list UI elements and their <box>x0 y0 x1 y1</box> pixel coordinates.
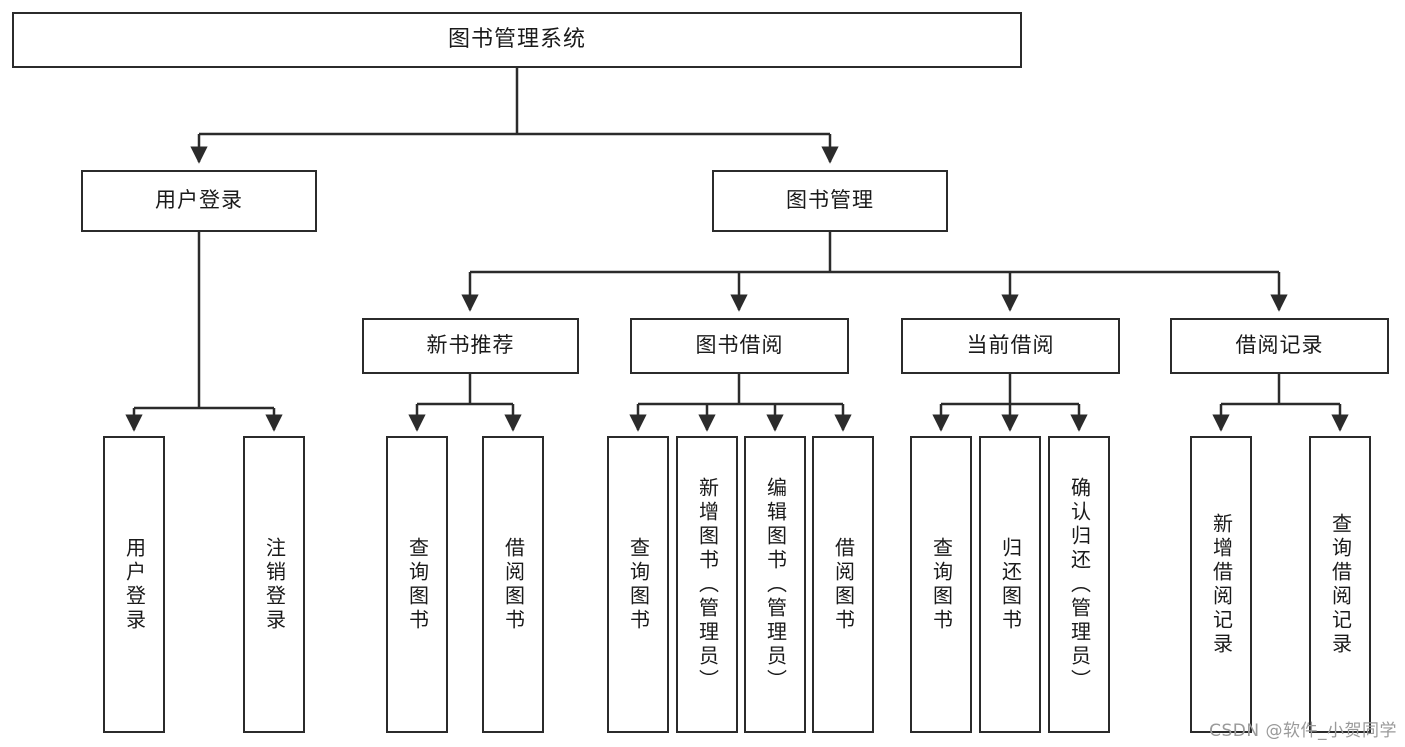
leaf-confirm-return-admin[interactable]: 确认归还（管理员） <box>1048 436 1110 733</box>
node-book-management[interactable]: 图书管理 <box>712 170 948 232</box>
node-borrowing-records[interactable]: 借阅记录 <box>1170 318 1389 374</box>
leaf-add-borrow-record[interactable]: 新增借阅记录 <box>1190 436 1252 733</box>
leaf-add-book-admin[interactable]: 新增图书（管理员） <box>676 436 738 733</box>
leaf-query-books-newbook[interactable]: 查询图书 <box>386 436 448 733</box>
leaf-label: 借阅图书 <box>501 536 526 633</box>
leaf-label: 查询图书 <box>405 536 430 633</box>
leaf-label: 用户登录 <box>122 536 147 633</box>
leaf-logout[interactable]: 注销登录 <box>243 436 305 733</box>
node-user-login[interactable]: 用户登录 <box>81 170 317 232</box>
leaf-query-books-current[interactable]: 查询图书 <box>910 436 972 733</box>
leaf-user-login[interactable]: 用户登录 <box>103 436 165 733</box>
leaf-label: 查询借阅记录 <box>1328 512 1353 657</box>
leaf-label: 确认归还（管理员） <box>1067 476 1092 693</box>
node-new-book-recommendation[interactable]: 新书推荐 <box>362 318 579 374</box>
leaf-label: 新增借阅记录 <box>1209 512 1234 657</box>
node-book-borrowing[interactable]: 图书借阅 <box>630 318 849 374</box>
csdn-watermark: CSDN @软件_小贺同学 <box>1209 721 1397 741</box>
leaf-edit-book-admin[interactable]: 编辑图书（管理员） <box>744 436 806 733</box>
node-root-book-management-system[interactable]: 图书管理系统 <box>12 12 1022 68</box>
leaf-label: 新增图书（管理员） <box>695 476 720 693</box>
leaf-borrow-books-newbook[interactable]: 借阅图书 <box>482 436 544 733</box>
leaf-query-books-borrow[interactable]: 查询图书 <box>607 436 669 733</box>
leaf-borrow-books[interactable]: 借阅图书 <box>812 436 874 733</box>
leaf-label: 查询图书 <box>929 536 954 633</box>
leaf-label: 借阅图书 <box>831 536 856 633</box>
leaf-label: 归还图书 <box>998 536 1023 633</box>
leaf-query-borrow-record[interactable]: 查询借阅记录 <box>1309 436 1371 733</box>
leaf-label: 查询图书 <box>626 536 651 633</box>
node-current-borrowing[interactable]: 当前借阅 <box>901 318 1120 374</box>
leaf-label: 编辑图书（管理员） <box>763 476 788 693</box>
leaf-return-books[interactable]: 归还图书 <box>979 436 1041 733</box>
leaf-label: 注销登录 <box>262 536 287 633</box>
